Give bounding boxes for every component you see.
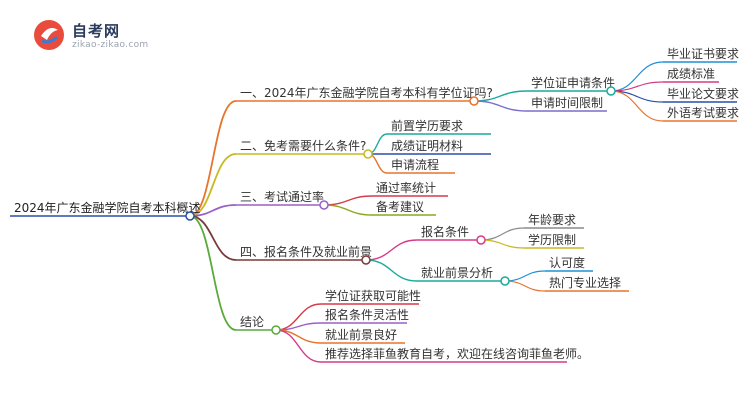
branch-3[interactable]: 三、考试通过率 <box>236 189 324 206</box>
branch-2-label: 二、免考需要什么条件? <box>240 138 366 153</box>
branch-2-child-3[interactable]: 申请流程 <box>387 157 455 174</box>
link-root-branch-2 <box>189 153 237 217</box>
branch-5-collapse-toggle[interactable] <box>271 325 281 335</box>
branch-3-child-2[interactable]: 备考建议 <box>372 200 436 216</box>
logo-url: zikao-zikao.com <box>72 40 149 50</box>
branch-4[interactable]: 四、报名条件及就业前景 <box>236 244 372 261</box>
branch-5-child-2-label: 报名条件灵活性 <box>325 307 409 322</box>
link-branch-4-child-2 <box>365 259 418 282</box>
link-root-branch-5 <box>189 215 237 331</box>
branch-4-child-1-collapse-toggle[interactable] <box>476 235 486 245</box>
branch-4-collapse-toggle[interactable] <box>361 255 371 265</box>
link-branch-4-child-1 <box>365 239 418 261</box>
link-branch-4-child-1-leaf-2 <box>480 239 525 249</box>
branch-5-child-4[interactable]: 推荐选择菲鱼教育自考，欢迎在线咨询菲鱼老师。 <box>321 346 589 363</box>
root-topic[interactable]: 2024年广东金融学院自考本科概述 <box>10 200 201 217</box>
branch-4-child-2-leaf-1-label: 认可度 <box>549 255 585 270</box>
link-branch-1-child-1-leaf-4 <box>610 90 664 122</box>
branch-1-child-1[interactable]: 学位证申请条件 <box>527 75 615 92</box>
link-root-branch-1 <box>189 100 237 217</box>
branch-2-child-1[interactable]: 前置学历要求 <box>387 118 491 135</box>
branch-2[interactable]: 二、免考需要什么条件? <box>236 138 366 155</box>
branch-4-child-2-leaf-2[interactable]: 热门专业选择 <box>545 275 629 292</box>
branch-5-child-4-label: 推荐选择菲鱼教育自考，欢迎在线咨询菲鱼老师。 <box>325 346 589 361</box>
branch-1[interactable]: 一、2024年广东金融学院自考本科有学位证吗? <box>236 85 493 102</box>
branch-4-child-1-leaf-1-label: 年龄要求 <box>528 213 576 227</box>
branch-4-child-1-leaf-1[interactable]: 年龄要求 <box>524 213 584 229</box>
branch-1-child-1-leaf-4-label: 外语考试要求 <box>667 105 739 120</box>
branch-4-label: 四、报名条件及就业前景 <box>240 244 372 259</box>
root-collapse-toggle[interactable] <box>185 211 195 221</box>
link-branch-4-child-2-leaf-1 <box>504 270 546 282</box>
branch-5-child-3[interactable]: 就业前景良好 <box>321 327 405 344</box>
branch-4-child-1-leaf-2-label: 学历限制 <box>528 232 576 247</box>
branch-3-label: 三、考试通过率 <box>240 189 324 204</box>
link-branch-5-child-3 <box>275 329 322 344</box>
link-branch-4-child-2-leaf-2 <box>504 280 546 292</box>
branch-4-child-2-leaf-1[interactable]: 认可度 <box>545 255 593 272</box>
branch-5-label: 结论 <box>240 315 264 329</box>
branch-1-child-1-leaf-2[interactable]: 成绩标准 <box>663 67 719 83</box>
branch-1-child-1-leaf-4[interactable]: 外语考试要求 <box>663 105 739 122</box>
branch-4-child-1[interactable]: 报名条件 <box>417 224 477 241</box>
site-logo[interactable]: 自考网 zikao-zikao.com <box>32 18 172 54</box>
branch-1-child-1-leaf-3-label: 毕业论文要求 <box>667 86 739 101</box>
branch-3-child-2-label: 备考建议 <box>376 200 424 214</box>
branch-1-child-2-label: 申请时间限制 <box>531 96 603 110</box>
link-root-branch-4 <box>189 215 237 261</box>
branch-5-child-1[interactable]: 学位证获取可能性 <box>321 288 421 305</box>
branch-3-collapse-toggle[interactable] <box>319 200 329 210</box>
branch-1-child-1-leaf-1-label: 毕业证书要求 <box>667 47 739 61</box>
link-branch-1-child-2 <box>473 100 528 112</box>
branch-1-child-1-leaf-2-label: 成绩标准 <box>667 67 715 81</box>
mind-map-nodes: 2024年广东金融学院自考本科概述 一、2024年广东金融学院自考本科有学位证吗?… <box>10 47 739 363</box>
branch-2-child-3-label: 申请流程 <box>391 157 439 172</box>
mind-map-links <box>189 61 664 363</box>
branch-5-child-2[interactable]: 报名条件灵活性 <box>321 307 409 324</box>
branch-1-collapse-toggle[interactable] <box>469 96 479 106</box>
branch-1-child-1-leaf-3[interactable]: 毕业论文要求 <box>663 86 739 103</box>
branch-1-label: 一、2024年广东金融学院自考本科有学位证吗? <box>240 85 493 100</box>
branch-4-child-2-label: 就业前景分析 <box>421 265 493 280</box>
branch-4-child-1-label: 报名条件 <box>421 224 469 239</box>
branch-5[interactable]: 结论 <box>236 315 272 331</box>
link-branch-3-child-2 <box>323 204 373 216</box>
logo-name: 自考网 <box>72 22 121 40</box>
branch-4-child-2-collapse-toggle[interactable] <box>500 276 510 286</box>
branch-5-child-3-label: 就业前景良好 <box>325 327 397 342</box>
branch-1-child-1-collapse-toggle[interactable] <box>606 86 616 96</box>
branch-3-child-1-label: 通过率统计 <box>376 180 436 195</box>
branch-2-child-2-label: 成绩证明材料 <box>391 139 463 153</box>
branch-5-child-1-label: 学位证获取可能性 <box>325 288 421 303</box>
branch-2-collapse-toggle[interactable] <box>363 149 373 159</box>
logo-icon <box>34 20 64 50</box>
branch-1-child-1-leaf-1[interactable]: 毕业证书要求 <box>663 47 739 63</box>
branch-2-child-2[interactable]: 成绩证明材料 <box>387 139 491 155</box>
branch-1-child-2[interactable]: 申请时间限制 <box>527 96 607 112</box>
link-branch-5-child-4 <box>275 329 322 363</box>
branch-4-child-2[interactable]: 就业前景分析 <box>417 265 501 282</box>
branch-3-child-1[interactable]: 通过率统计 <box>372 180 448 197</box>
link-root-branch-3 <box>189 204 237 217</box>
root-topic-label: 2024年广东金融学院自考本科概述 <box>14 200 201 215</box>
branch-1-child-1-label: 学位证申请条件 <box>531 75 615 90</box>
branch-4-child-1-leaf-2[interactable]: 学历限制 <box>524 232 584 249</box>
link-branch-4-child-1-leaf-1 <box>480 227 525 241</box>
branch-4-child-2-leaf-2-label: 热门专业选择 <box>549 275 621 290</box>
branch-2-child-1-label: 前置学历要求 <box>391 118 463 133</box>
link-branch-3-child-1 <box>323 195 373 206</box>
